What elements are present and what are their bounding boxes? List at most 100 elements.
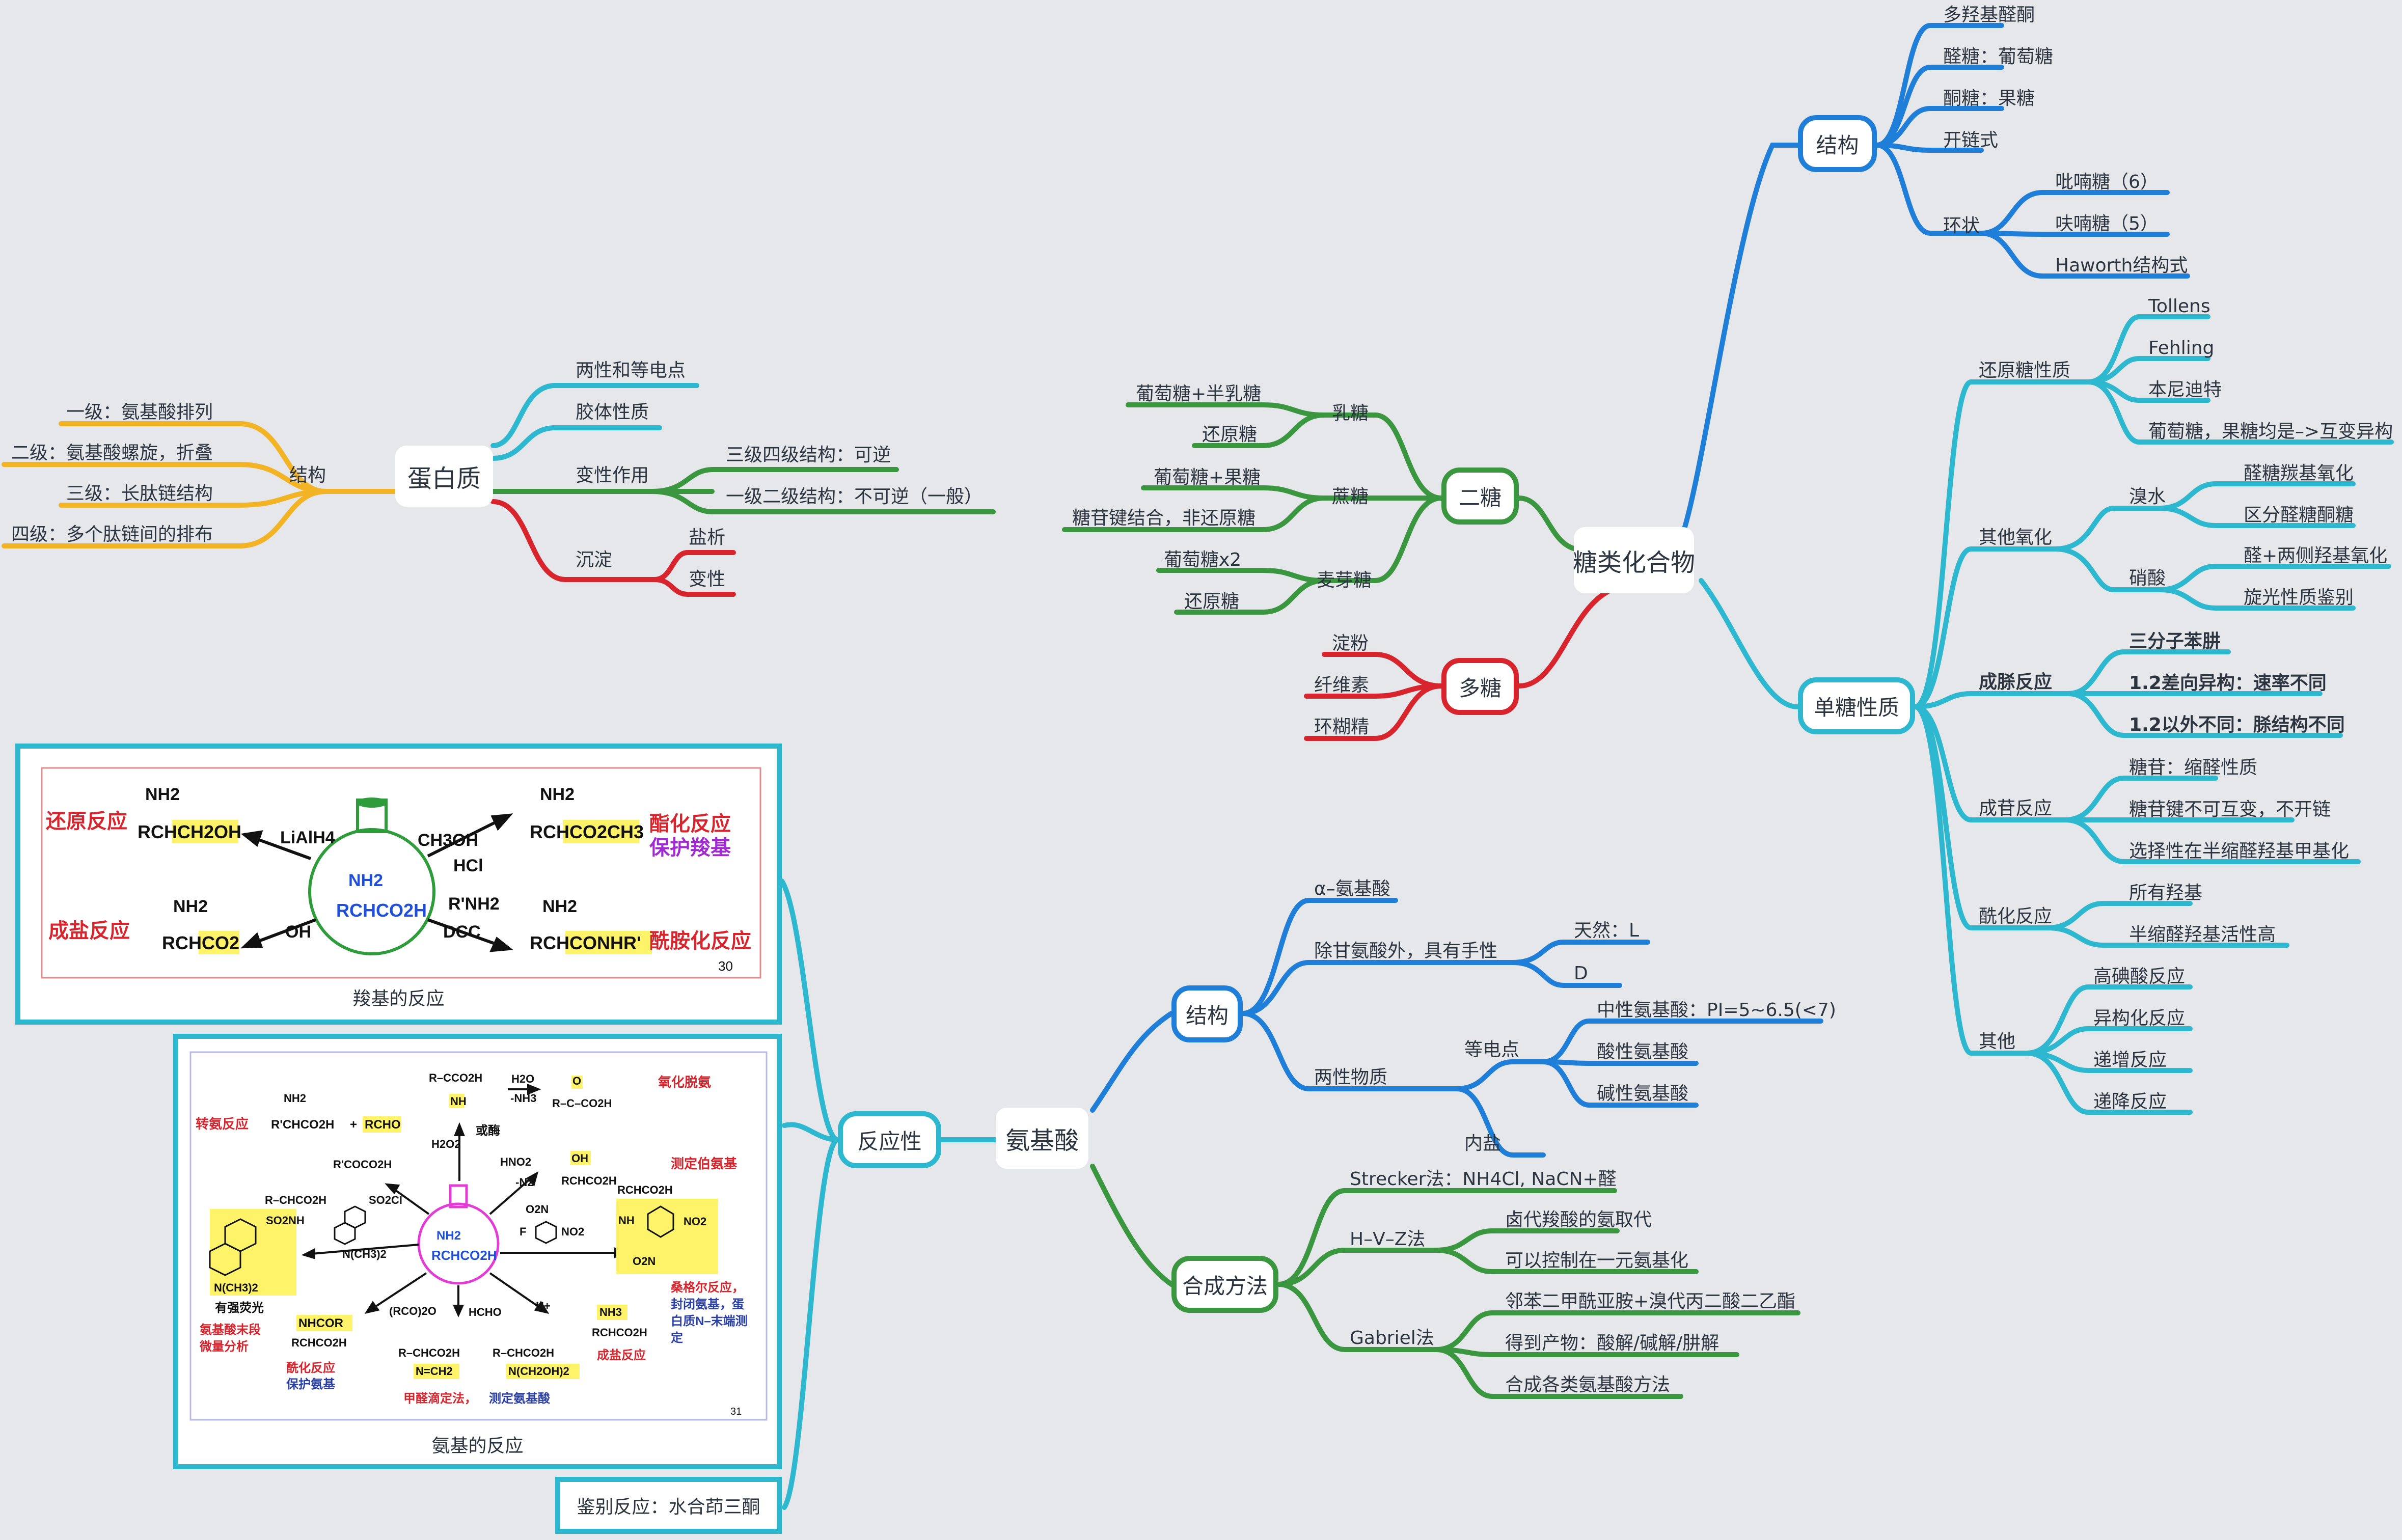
- protein-denature[interactable]: 变性作用: [576, 465, 649, 486]
- sugar-ring[interactable]: 环状: [1943, 215, 1980, 236]
- sugar-reducing-item[interactable]: 葡萄糖，果糖均是–>互变异构: [2148, 421, 2393, 442]
- amino-label-sanger2: 封闭氨基，蛋: [671, 1298, 744, 1311]
- sugar-sucrose-item[interactable]: 葡萄糖+果糖: [1154, 467, 1261, 488]
- sugar-osazone-item[interactable]: 1.2差向异构：速率不同: [2129, 673, 2327, 694]
- sugar-maltose-item[interactable]: 还原糖: [1184, 591, 1240, 612]
- protein-denature-item[interactable]: 一级二级结构：不可逆（一般）: [726, 486, 983, 507]
- amino-hvz-item[interactable]: 可以控制在一元氨基化: [1505, 1250, 1689, 1271]
- carboxyl-ester-mol: RCHCO2CH3: [530, 821, 644, 842]
- sugar-bromine-item[interactable]: 醛糖羰基氧化: [2244, 463, 2354, 484]
- protein-precipitate-item[interactable]: 盐析: [689, 527, 726, 548]
- amino-nh3: -NH3: [510, 1092, 536, 1105]
- amino-chiral[interactable]: 除甘氨酸外，具有手性: [1314, 941, 1498, 961]
- sugar-structure-item[interactable]: 多羟基醛酮: [1943, 5, 2035, 25]
- sugar-acyl-item[interactable]: 所有羟基: [2129, 883, 2203, 903]
- amino-gabriel-item[interactable]: 合成各类氨基酸方法: [1505, 1374, 1671, 1395]
- sugar-structure-item[interactable]: 醛糖：葡萄糖: [1943, 46, 2054, 67]
- protein-amphoteric[interactable]: 两性和等电点: [576, 360, 686, 381]
- amino-gabriel-item[interactable]: 邻苯二甲酰亚胺+溴代丙二酸二乙酯: [1505, 1291, 1796, 1312]
- protein-structure-item[interactable]: 一级：氨基酸排列: [66, 402, 213, 423]
- sugar-nitric[interactable]: 硝酸: [2129, 568, 2166, 589]
- sugar-reducing-item[interactable]: Fehling: [2148, 338, 2215, 359]
- sugar-glycoside-item[interactable]: 糖苷：缩醛性质: [2129, 757, 2258, 778]
- sugar-other-item[interactable]: 递增反应: [2093, 1050, 2167, 1070]
- sugar-structure-item[interactable]: 开链式: [1943, 130, 1999, 151]
- amino-pi[interactable]: 等电点: [1464, 1039, 1520, 1060]
- sugar-lactose-item[interactable]: 还原糖: [1202, 424, 1258, 445]
- amino-reaction-frame: NH2 RCHCO2H 转氨反应 NH2 R'CHCO2H + RCHO R'C…: [173, 1034, 782, 1469]
- sugar-oxidation[interactable]: 其他氧化: [1979, 527, 2053, 548]
- sugar-osazone-item[interactable]: 三分子苯肼: [2129, 631, 2221, 652]
- sugar-nitric-item[interactable]: 旋光性质鉴别: [2244, 587, 2354, 608]
- amino-alpha[interactable]: α–氨基酸: [1314, 878, 1390, 899]
- sugar-other-item[interactable]: 高碘酸反应: [2093, 966, 2186, 987]
- sugar-glycoside[interactable]: 成苷反应: [1979, 798, 2053, 819]
- sugar-bromine-item[interactable]: 区分醛糖酮糖: [2244, 505, 2354, 526]
- carboxyl-amide-mol: RCHCONHR': [530, 932, 641, 953]
- amino-hvz-item[interactable]: 卤代羧酸的氨取代: [1505, 1209, 1652, 1230]
- protein-precipitate-item[interactable]: 变性: [689, 569, 726, 590]
- amino-pi-item[interactable]: 碱性氨基酸: [1597, 1083, 1689, 1104]
- amino-hvz[interactable]: H–V–Z法: [1350, 1229, 1426, 1250]
- amino-pi-item[interactable]: 酸性氨基酸: [1597, 1041, 1689, 1062]
- root-sugar[interactable]: 糖类化合物: [1573, 527, 1695, 593]
- sugar-sucrose-item[interactable]: 糖苷键结合，非还原糖: [1072, 508, 1256, 529]
- amino-imine: R–CCO2H: [429, 1071, 482, 1084]
- protein-structure-item[interactable]: 三级：长肽链结构: [66, 483, 213, 504]
- amino-pi-item[interactable]: 中性氨基酸：PI=5~6.5(<7): [1597, 1000, 1836, 1021]
- sugar-reducing-item[interactable]: 本尼迪特: [2148, 379, 2222, 400]
- amino-amphoteric[interactable]: 两性物质: [1314, 1067, 1388, 1088]
- sugar-disaccharide-node[interactable]: 二糖: [1441, 468, 1519, 525]
- sugar-maltose[interactable]: 麦芽糖: [1317, 570, 1372, 591]
- sugar-structure-node[interactable]: 结构: [1798, 115, 1877, 172]
- sugar-other-item[interactable]: 递降反应: [2093, 1091, 2167, 1112]
- sugar-acyl[interactable]: 酰化反应: [1979, 906, 2053, 927]
- amino-hydroxy: RCHCO2H: [561, 1174, 617, 1187]
- root-protein[interactable]: 蛋白质: [395, 446, 493, 507]
- protein-structure-item[interactable]: 二级：氨基酸螺旋，折叠: [11, 443, 213, 463]
- sugar-maltose-item[interactable]: 葡萄糖x2: [1164, 549, 1242, 570]
- sugar-reducing[interactable]: 还原糖性质: [1979, 360, 2071, 381]
- sugar-reducing-item[interactable]: Tollens: [2148, 296, 2210, 317]
- amino-chiral-item[interactable]: D: [1574, 963, 1588, 984]
- sugar-ring-item[interactable]: Haworth结构式: [2055, 255, 2188, 276]
- sugar-structure-item[interactable]: 酮糖：果糖: [1943, 88, 2035, 109]
- sugar-osazone-item[interactable]: 1.2以外不同：脎结构不同: [2129, 714, 2345, 735]
- carboxyl-label-reduction: 还原反应: [46, 810, 127, 833]
- protein-colloid[interactable]: 胶体性质: [576, 402, 649, 423]
- sugar-ring-item[interactable]: 呋喃糖（5）: [2055, 213, 2159, 234]
- protein-structure-item[interactable]: 四级：多个肽链间的排布: [11, 524, 213, 545]
- sugar-polysaccharide-node[interactable]: 多糖: [1441, 658, 1519, 715]
- sugar-ring-item[interactable]: 吡喃糖（6）: [2055, 172, 2159, 193]
- amino-strecker[interactable]: Strecker法：NH4Cl, NaCN+醛: [1350, 1169, 1617, 1190]
- amino-gabriel-item[interactable]: 得到产物：酸解/碱解/肼解: [1505, 1333, 1719, 1354]
- sugar-lactose-item[interactable]: 葡萄糖+半乳糖: [1136, 383, 1262, 404]
- sugar-glycoside-item[interactable]: 选择性在半缩醛羟基甲基化: [2129, 841, 2350, 862]
- sugar-sucrose[interactable]: 蔗糖: [1332, 486, 1369, 507]
- protein-structure[interactable]: 结构: [289, 465, 326, 486]
- amino-chiral-item[interactable]: 天然：L: [1574, 920, 1640, 941]
- amino-structure-node[interactable]: 结构: [1171, 985, 1243, 1042]
- sugar-osazone[interactable]: 成脎反应: [1979, 672, 2053, 693]
- sugar-bromine[interactable]: 溴水: [2129, 486, 2166, 507]
- amino-reactivity-node[interactable]: 反应性: [838, 1111, 941, 1168]
- carboxyl-reaction-figure: NH2 RCHCO2H LiAlH4 CH3OH HCl R'NH2 DCC O…: [41, 767, 761, 979]
- sugar-poly-item[interactable]: 淀粉: [1332, 633, 1369, 654]
- amino-gabriel[interactable]: Gabriel法: [1350, 1328, 1434, 1349]
- sugar-acyl-item[interactable]: 半缩醛羟基活性高: [2129, 924, 2276, 945]
- protein-denature-item[interactable]: 三级四级结构：可逆: [726, 445, 891, 465]
- root-amino[interactable]: 氨基酸: [996, 1108, 1088, 1169]
- sugar-nitric-item[interactable]: 醛+两侧羟基氧化: [2244, 545, 2388, 566]
- sugar-poly-item[interactable]: 环糊精: [1314, 717, 1370, 737]
- sugar-mono-node[interactable]: 单糖性质: [1798, 677, 1915, 734]
- sugar-lactose[interactable]: 乳糖: [1332, 403, 1369, 424]
- amino-synthesis-node[interactable]: 合成方法: [1171, 1256, 1278, 1313]
- ninhydrin-node[interactable]: 鉴别反应：水合茚三酮: [555, 1477, 782, 1534]
- sugar-mono-label: 单糖性质: [1813, 695, 1899, 720]
- sugar-poly-item[interactable]: 纤维素: [1314, 675, 1370, 696]
- sugar-glycoside-item[interactable]: 糖苷键不可互变，不开链: [2129, 799, 2331, 820]
- amino-inner-salt[interactable]: 内盐: [1464, 1133, 1502, 1154]
- sugar-other[interactable]: 其他: [1979, 1031, 2016, 1052]
- protein-precipitate[interactable]: 沉淀: [576, 549, 613, 570]
- sugar-other-item[interactable]: 异构化反应: [2093, 1008, 2186, 1029]
